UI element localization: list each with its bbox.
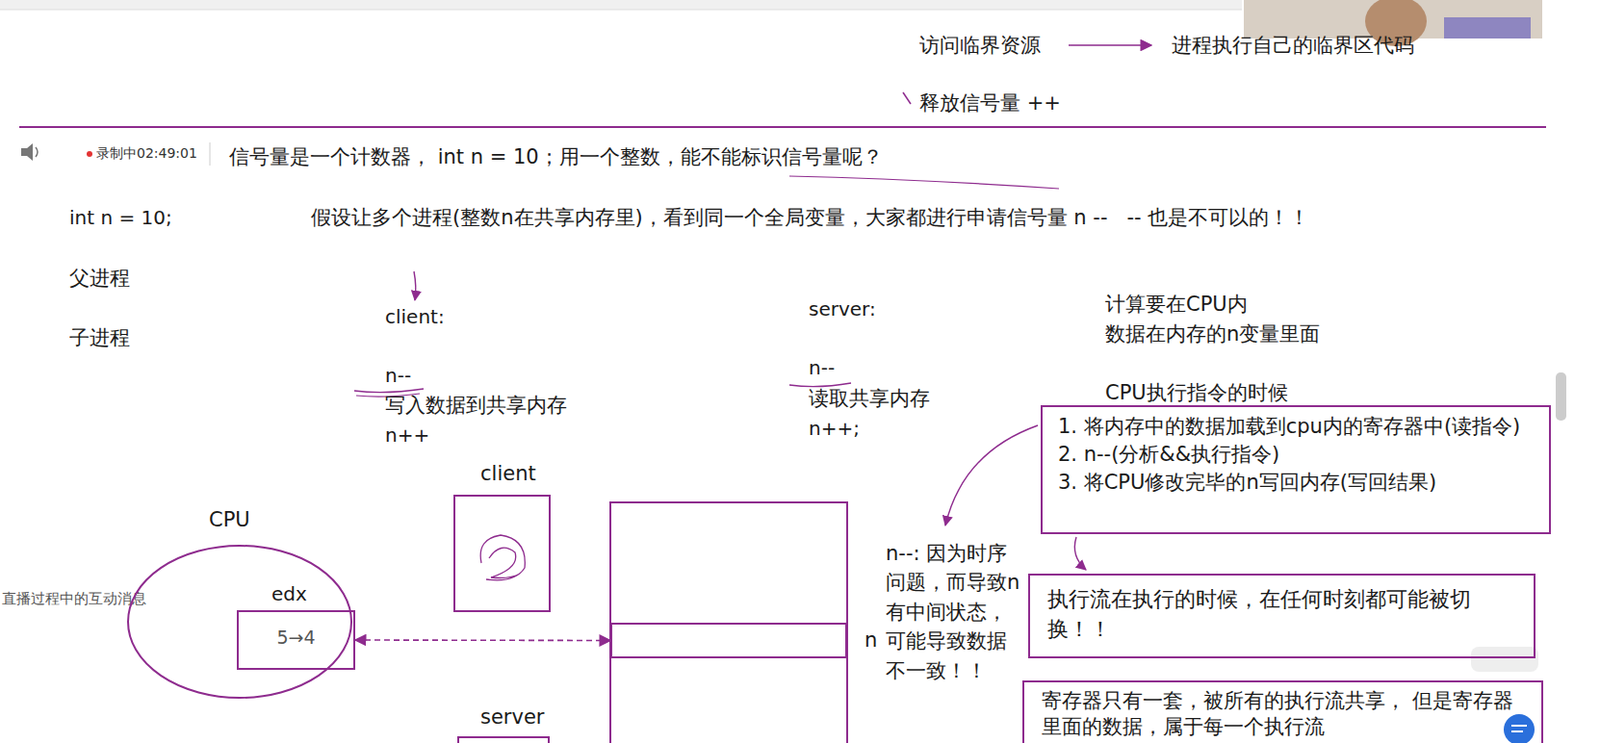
box-text: 5→4 xyxy=(238,612,354,650)
webcam-shirt xyxy=(1444,17,1531,39)
outlined-box: 寄存器只有一套，被所有的执行流共享， 但是寄存器里面的数据，属于每一个执行流 xyxy=(1022,680,1544,743)
outlined-box: server xyxy=(457,736,550,743)
note-text: server: xyxy=(808,297,877,322)
note-text: 直播过程中的互动消息 xyxy=(1,590,149,609)
note-text: 写入数据到共享内存 xyxy=(385,392,568,418)
note-text: n++; xyxy=(808,416,860,441)
note-text: n-- xyxy=(808,356,835,381)
box-heading: CPU xyxy=(208,508,251,532)
memory-box xyxy=(610,502,848,743)
note-text: n++ xyxy=(385,423,430,448)
box-text: 3. 将CPU修改完毕的n写回内存(写回结果) xyxy=(1058,468,1534,497)
note-text: 数据在内存的n变量里面 xyxy=(1105,321,1320,347)
toolbar-border xyxy=(0,9,1242,11)
chat-button xyxy=(1503,714,1535,743)
underline-scribble xyxy=(354,388,424,393)
page-badge xyxy=(1470,646,1539,672)
toolbar-strip xyxy=(0,0,1242,10)
note-text: 假设让多个进程(整数n在共享内存里)，看到同一个全局变量，大家都进行申请信号量 … xyxy=(310,205,1310,231)
note-text: int n = 10; xyxy=(69,206,173,231)
outlined-box: client xyxy=(453,494,551,613)
note-text: 访问临界资源 xyxy=(919,32,1041,58)
ellipse-outline xyxy=(127,544,353,699)
note-text: n--: 因为时序问题，而导致n有中间状态，可能导致数据不一致！！ xyxy=(885,539,1021,686)
outlined-box: 执行流在执行的时候，在任何时刻都可能被切换！！ xyxy=(1028,573,1536,659)
note-text: 父进程 xyxy=(69,265,130,291)
divider-line xyxy=(19,126,1547,129)
scrollbar xyxy=(1555,372,1567,421)
box-text: 执行流在执行的时候，在任何时刻都可能被切换！！ xyxy=(1047,585,1517,646)
chat-icon xyxy=(1511,725,1527,732)
box-text: 2. n--(分析&&执行指令) xyxy=(1058,440,1534,469)
curved-arrow xyxy=(1074,537,1086,570)
note-text: 计算要在CPU内 xyxy=(1105,291,1248,317)
box-heading: server xyxy=(480,705,544,729)
pointer-arrow xyxy=(413,271,416,301)
note-text: 录制中02:49:01 xyxy=(96,145,198,163)
speaker-icon xyxy=(21,143,38,161)
data-flow-connector xyxy=(355,639,611,642)
outlined-box: 1. 将内存中的数据加载到cpu内的寄存器中(读指令)2. n--(分析&&执行… xyxy=(1040,405,1551,535)
flow-arrow xyxy=(1068,44,1152,47)
separator xyxy=(209,142,211,166)
curved-arrow xyxy=(945,425,1038,526)
box-text: 1. 将内存中的数据加载到cpu内的寄存器中(读指令) xyxy=(1058,412,1534,441)
note-text: 进程执行自己的临界区代码 xyxy=(1171,32,1415,58)
underline-scribble xyxy=(789,176,1059,189)
note-text: CPU执行指令的时候 xyxy=(1105,380,1289,406)
note-text: client: xyxy=(385,305,445,330)
note-text: 信号量是一个计数器， int n = 10；用一个整数，能不能标识信号量呢？ xyxy=(229,144,883,170)
box-heading: n xyxy=(864,628,878,652)
note-text: 读取共享内存 xyxy=(808,386,930,412)
note-text: n-- xyxy=(385,363,412,388)
cpu-ellipse: CPUedx5→4 xyxy=(127,544,353,699)
scribble xyxy=(480,535,525,581)
box-text: 寄存器只有一套，被所有的执行流共享， 但是寄存器里面的数据，属于每一个执行流 xyxy=(1041,688,1524,742)
note-text: 子进程 xyxy=(69,325,130,351)
underline-scribble xyxy=(789,383,852,388)
note-text: 释放信号量 ++ xyxy=(919,90,1061,116)
outlined-box: edx5→4 xyxy=(236,610,356,671)
record-dot xyxy=(86,151,93,157)
outlined-box: n xyxy=(610,622,848,659)
box-heading: client xyxy=(480,462,537,486)
check-mark xyxy=(903,92,911,104)
box-heading: edx xyxy=(271,582,308,606)
